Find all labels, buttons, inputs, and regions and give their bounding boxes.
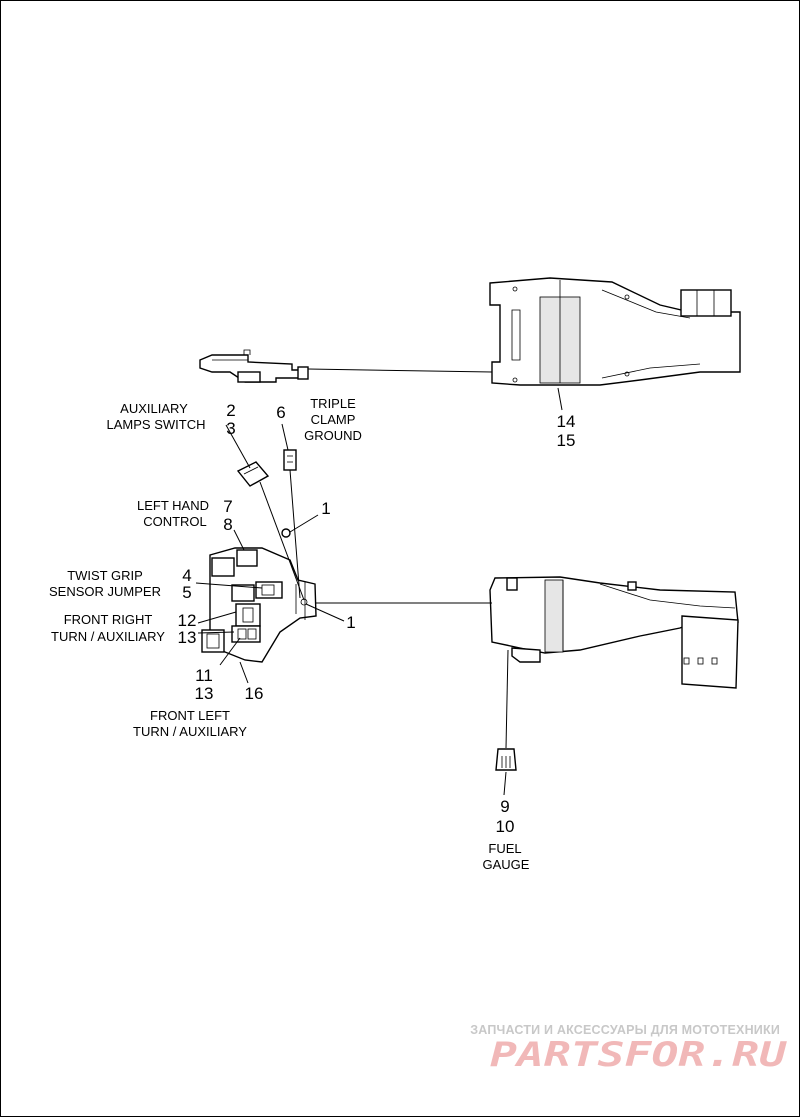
callout-numbers: 2 3 6 14 15 7 8 1 4 5 12 13 1 11 13 16 9… xyxy=(178,401,576,836)
fuel-gauge-wire xyxy=(505,649,509,749)
callout-8: 8 xyxy=(223,515,232,534)
leader-lines xyxy=(195,387,563,796)
triple-clamp-ground-connector xyxy=(283,449,297,471)
label-triple-clamp-ground: TRIPLE CLAMP GROUND xyxy=(304,396,362,443)
upper-harness-wire xyxy=(307,368,493,373)
aux-switch-wire xyxy=(259,481,305,601)
watermark: ЗАПЧАСТИ И АКСЕССУАРЫ ДЛЯ МОТОТЕХНИКИ PA… xyxy=(470,1023,788,1075)
callout-14: 14 xyxy=(557,412,576,431)
svg-text:CONTROL: CONTROL xyxy=(143,514,207,529)
svg-text:LAMPS SWITCH: LAMPS SWITCH xyxy=(107,417,206,432)
callout-1-mid: 1 xyxy=(346,613,355,632)
callout-3: 3 xyxy=(226,419,235,438)
callout-13-a: 13 xyxy=(178,628,197,647)
label-left-hand-control: LEFT HAND CONTROL xyxy=(137,498,209,529)
svg-text:SENSOR JUMPER: SENSOR JUMPER xyxy=(49,584,161,599)
aux-lamps-switch-connector xyxy=(236,461,270,487)
upper-harness-assembly xyxy=(489,277,741,386)
callout-2: 2 xyxy=(226,401,235,420)
watermark-tagline: ЗАПЧАСТИ И АКСЕССУАРЫ ДЛЯ МОТОТЕХНИКИ xyxy=(470,1023,780,1037)
svg-text:FUEL: FUEL xyxy=(488,841,521,856)
svg-text:TURN / AUXILIARY: TURN / AUXILIARY xyxy=(51,629,165,644)
svg-text:FRONT RIGHT: FRONT RIGHT xyxy=(64,612,153,627)
label-fuel-gauge: FUEL GAUGE xyxy=(483,841,530,872)
watermark-brand: PARTSFOR.RU xyxy=(490,1035,788,1075)
callout-6: 6 xyxy=(276,403,285,422)
svg-text:FRONT LEFT: FRONT LEFT xyxy=(150,708,230,723)
callout-5: 5 xyxy=(182,583,191,602)
lower-harness-assembly xyxy=(489,576,739,689)
ground-wire xyxy=(289,469,301,599)
svg-text:GROUND: GROUND xyxy=(304,428,362,443)
svg-text:AUXILIARY: AUXILIARY xyxy=(120,401,188,416)
callout-4: 4 xyxy=(182,566,191,585)
svg-text:TWIST GRIP: TWIST GRIP xyxy=(67,568,143,583)
label-front-right-turn-auxiliary: FRONT RIGHT TURN / AUXILIARY xyxy=(51,612,165,644)
callout-12: 12 xyxy=(178,611,197,630)
label-auxiliary-lamps-switch: AUXILIARY LAMPS SWITCH xyxy=(107,401,206,432)
upper-left-bracket xyxy=(199,349,309,383)
callout-7: 7 xyxy=(223,497,232,516)
svg-text:LEFT HAND: LEFT HAND xyxy=(137,498,209,513)
callout-10: 10 xyxy=(496,817,515,836)
svg-text:TURN / AUXILIARY: TURN / AUXILIARY xyxy=(133,724,247,739)
ground-clip xyxy=(281,528,291,538)
callout-11: 11 xyxy=(195,666,213,685)
svg-text:TRIPLE: TRIPLE xyxy=(310,396,356,411)
callout-16: 16 xyxy=(245,684,264,703)
svg-text:CLAMP: CLAMP xyxy=(311,412,356,427)
label-front-left-turn-auxiliary: FRONT LEFT TURN / AUXILIARY xyxy=(133,708,247,739)
callout-15: 15 xyxy=(557,431,576,450)
fuel-gauge-connector xyxy=(495,748,517,771)
callout-1-top: 1 xyxy=(321,499,330,518)
svg-text:GAUGE: GAUGE xyxy=(483,857,530,872)
left-connector-cluster xyxy=(201,547,317,663)
callout-9: 9 xyxy=(500,797,509,816)
callout-13-b: 13 xyxy=(195,684,214,703)
label-twist-grip-sensor-jumper: TWIST GRIP SENSOR JUMPER xyxy=(49,568,161,599)
